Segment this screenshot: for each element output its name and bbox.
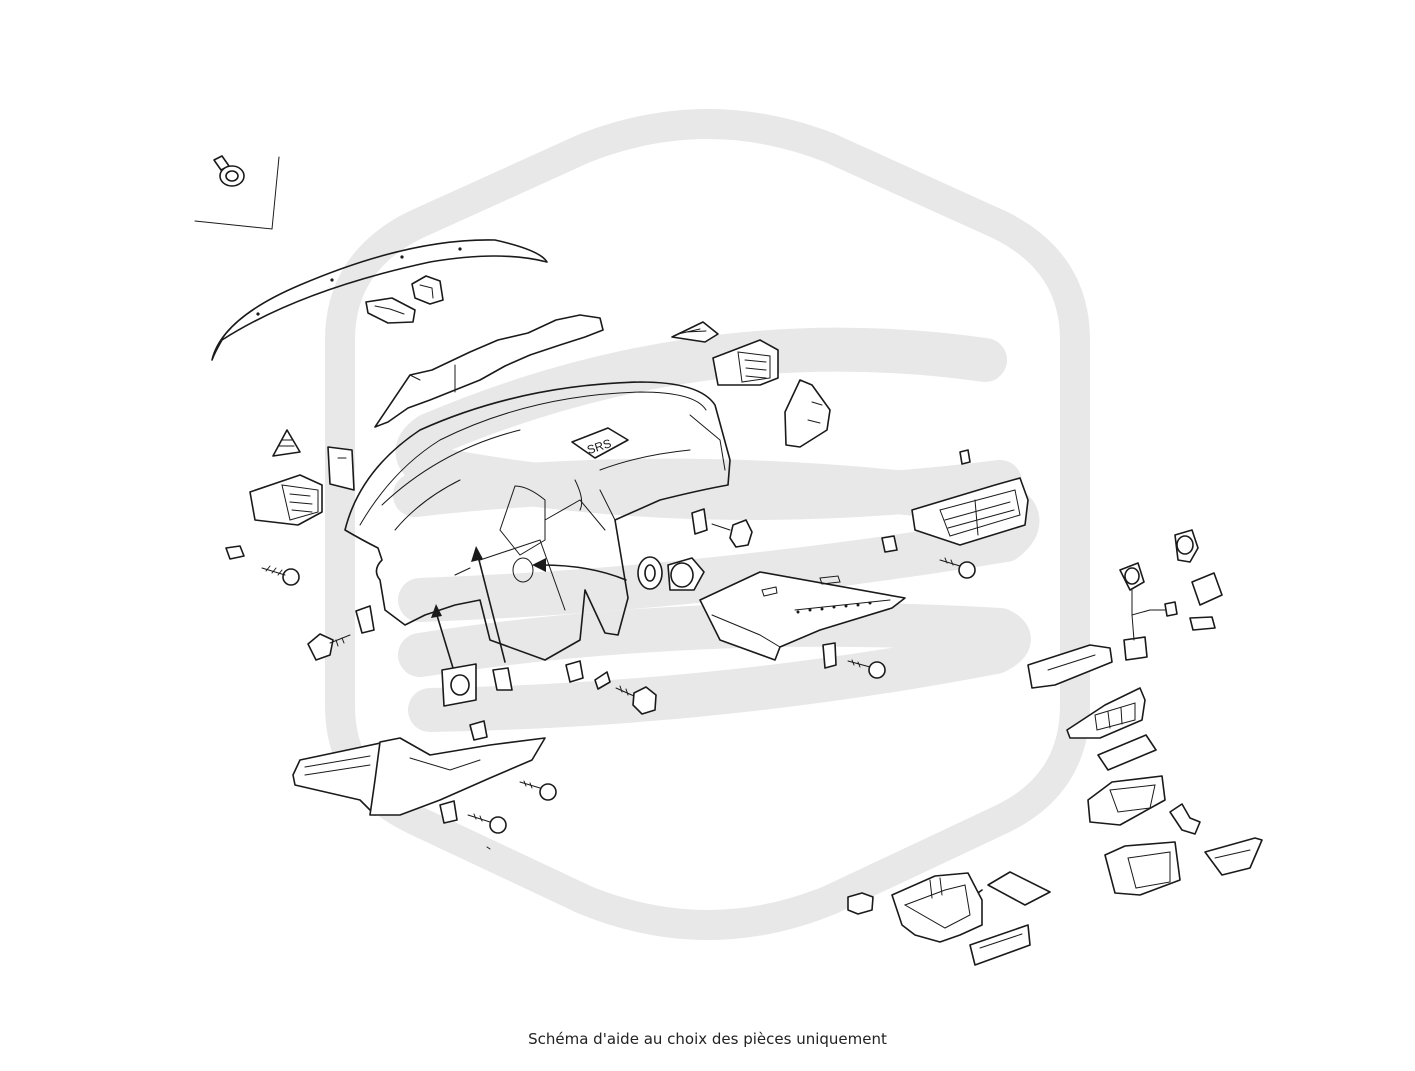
left-air-vent xyxy=(249,429,355,526)
center-clips xyxy=(441,660,657,715)
left-fasteners xyxy=(225,545,375,661)
diagram-caption: Schéma d'aide au choix des pièces unique… xyxy=(528,1030,887,1048)
glove-box xyxy=(699,571,906,679)
right-console-parts xyxy=(1066,687,1263,896)
lower-console xyxy=(292,720,557,834)
right-air-vent xyxy=(881,449,1029,579)
ashtray-assembly xyxy=(847,871,1051,966)
bracket-top xyxy=(365,275,444,324)
right-electrical-parts xyxy=(1027,529,1223,689)
dashboard-panel: SRS xyxy=(344,381,731,661)
dash-trim-strip xyxy=(211,239,548,361)
defroster-panel xyxy=(374,314,604,428)
center-hardware xyxy=(637,508,753,591)
center-vent xyxy=(671,321,831,448)
clip-part xyxy=(194,155,280,230)
